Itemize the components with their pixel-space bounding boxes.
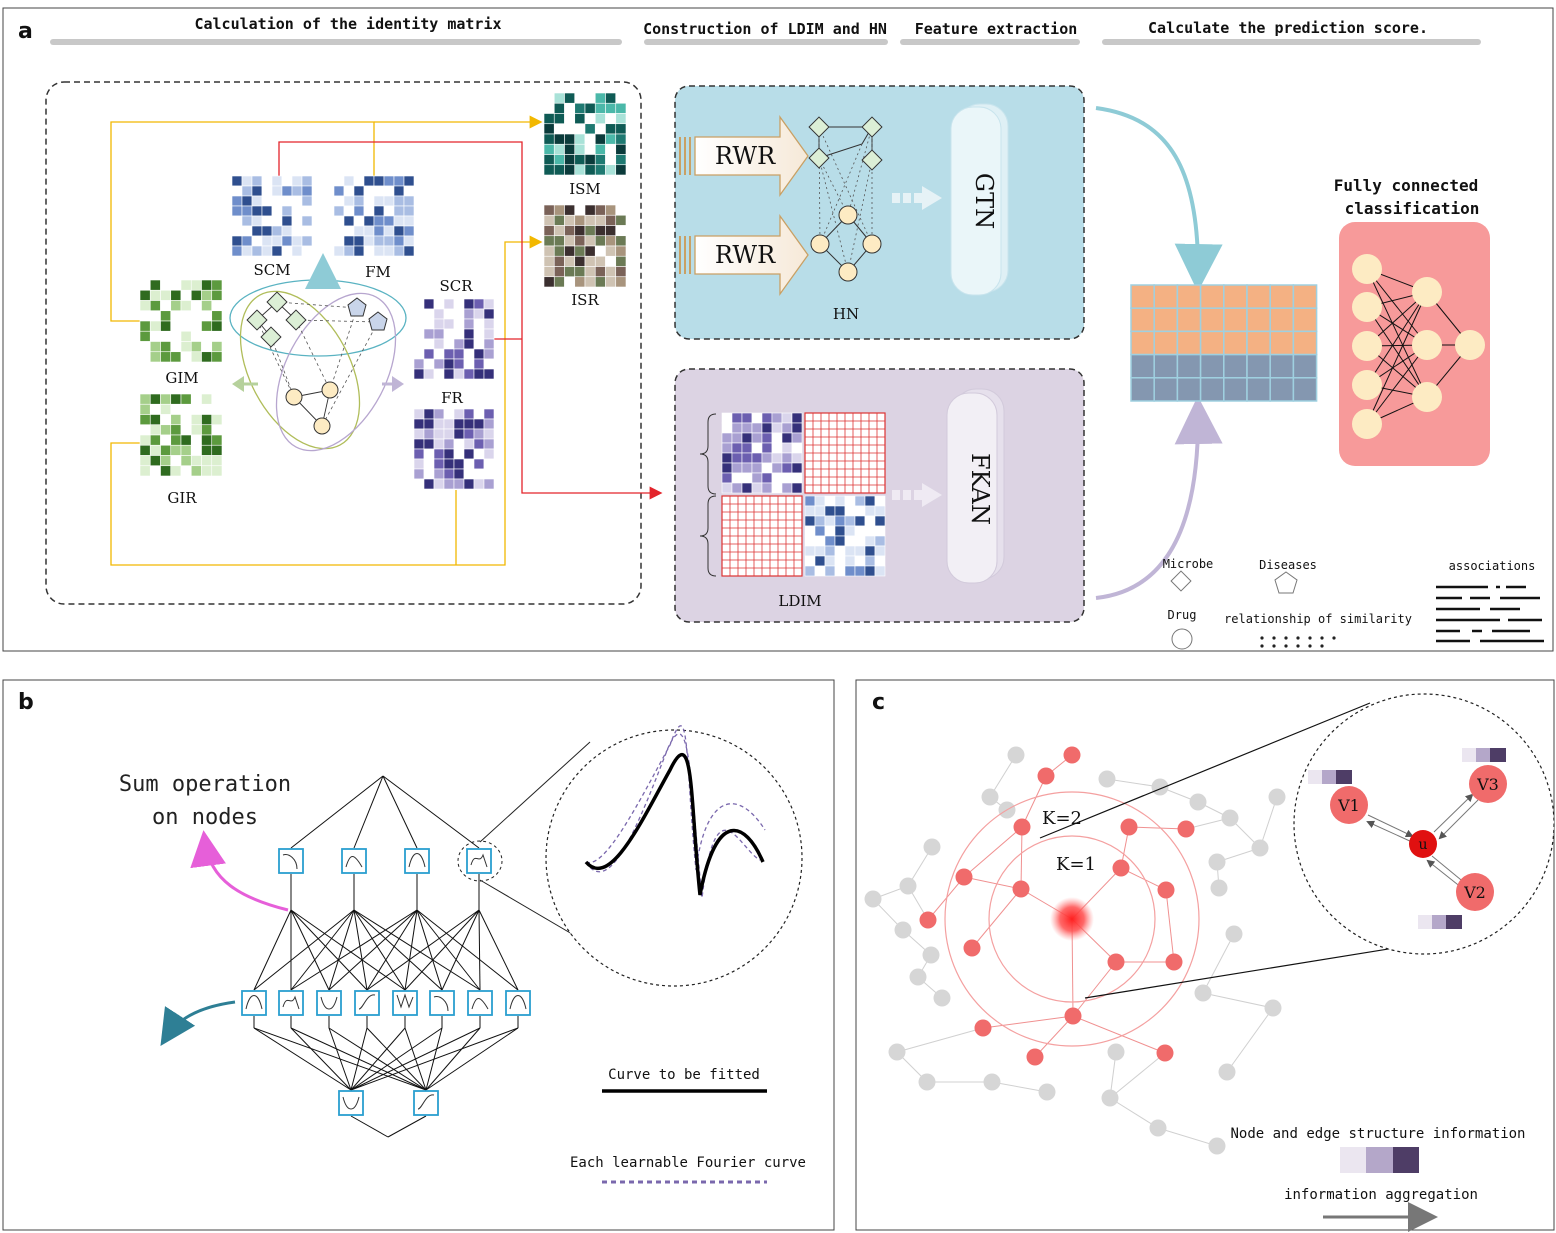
fc-title-line2: classification [1345,199,1480,218]
label-gim: GIM [165,369,198,387]
legend-associations: associations [1449,559,1536,573]
matrix-isr [543,204,627,288]
rwr-arrow-bottom: RWR [679,213,809,297]
kan-network [241,775,531,1138]
center-node [1050,897,1094,941]
feature-chips [1308,748,1506,929]
label-gir: GIR [167,489,197,507]
node-edge-info-label: Node and edge structure information [1230,1126,1525,1142]
label-fm: FM [365,263,391,281]
graph-network [864,746,1286,1155]
matrix-gim [139,279,223,363]
k2-ring [944,791,1200,1047]
k1-label: K=1 [1056,854,1096,875]
label-scr: SCR [439,277,473,295]
legend-diseases: Diseases [1259,558,1317,572]
ldim-matrix-bottom-right [804,495,886,577]
label-isr: ISR [571,291,599,309]
rwr-arrow-top: RWR [679,114,809,198]
panel-c: c K=2 K=1 V1 V3 V2 u Node and [855,679,1555,1232]
teal-flow-arrow [1095,106,1223,292]
legend-similarity: relationship of similarity [1224,612,1412,626]
ldim-matrix-bottom-left [721,495,803,577]
panel-a-letter: a [18,19,33,44]
panel-b: b Sum operation on nodes Curve to be fit… [2,679,835,1231]
feature-matrix [1130,284,1318,402]
ldim-matrix-top-left [721,412,803,494]
sum-operation-line1: Sum operation [119,772,291,797]
header-prediction-score: Calculate the prediction score. [1148,19,1428,37]
matrix-ism [543,92,627,176]
legend-drug: Drug [1168,608,1197,622]
label-scm: SCM [253,261,290,279]
legend-panel-a: Microbe Diseases Drug relationship of si… [1163,557,1544,650]
pentagon-icon [1274,571,1298,594]
matrix-fm [333,175,415,257]
circle-icon [1171,628,1193,650]
fkan-label: FKAN [966,453,994,525]
node-v2: V2 [1463,883,1486,902]
zoom-circle [545,729,803,987]
magenta-arrow [190,830,289,912]
panel-a: a Calculation of the identity matrix Con… [2,7,1554,652]
curve-to-fit-label: Curve to be fitted [608,1067,760,1083]
rwr-label-top: RWR [715,142,776,170]
fc-title-line1: Fully connected [1334,176,1479,195]
matrix-scr [413,298,495,380]
matrix-fr [413,408,495,490]
panel-c-letter: c [872,690,885,715]
label-ism: ISM [569,180,601,198]
node-u: u [1418,837,1427,853]
ldim-braces [699,413,717,577]
purple-flow-arrow [1095,396,1223,600]
node-v3: V3 [1476,775,1499,794]
similarity-venn-graph [229,253,407,452]
legend-microbe: Microbe [1163,557,1214,571]
teal-arrow [160,1000,236,1047]
fc-network [1352,254,1485,439]
fourier-curve-label: Each learnable Fourier curve [570,1155,806,1171]
k1-ring [988,835,1156,1003]
fkan-module: FKAN [946,388,1005,584]
node-v1: V1 [1337,796,1360,815]
fitted-curve [584,753,765,896]
label-hn: HN [833,305,859,323]
hn-graph [808,116,883,282]
matrix-gir [139,393,223,477]
header-ldim-hn: Construction of LDIM and HN [643,20,887,38]
panel-b-letter: b [18,690,34,715]
sum-operation-line2: on nodes [152,805,258,830]
header-feature-extraction: Feature extraction [915,20,1078,38]
label-ldim: LDIM [778,592,821,610]
info-aggregation-label: information aggregation [1284,1187,1478,1203]
matrix-scm [231,175,313,257]
rwr-label-bottom: RWR [715,241,776,269]
label-fr: FR [441,389,463,407]
k2-label: K=2 [1042,808,1082,829]
header-identity-matrix: Calculation of the identity matrix [194,15,501,33]
gtn-label: GTN [970,173,998,229]
ldim-matrix-top-right [804,412,886,494]
gtn-module: GTN [950,103,1009,296]
